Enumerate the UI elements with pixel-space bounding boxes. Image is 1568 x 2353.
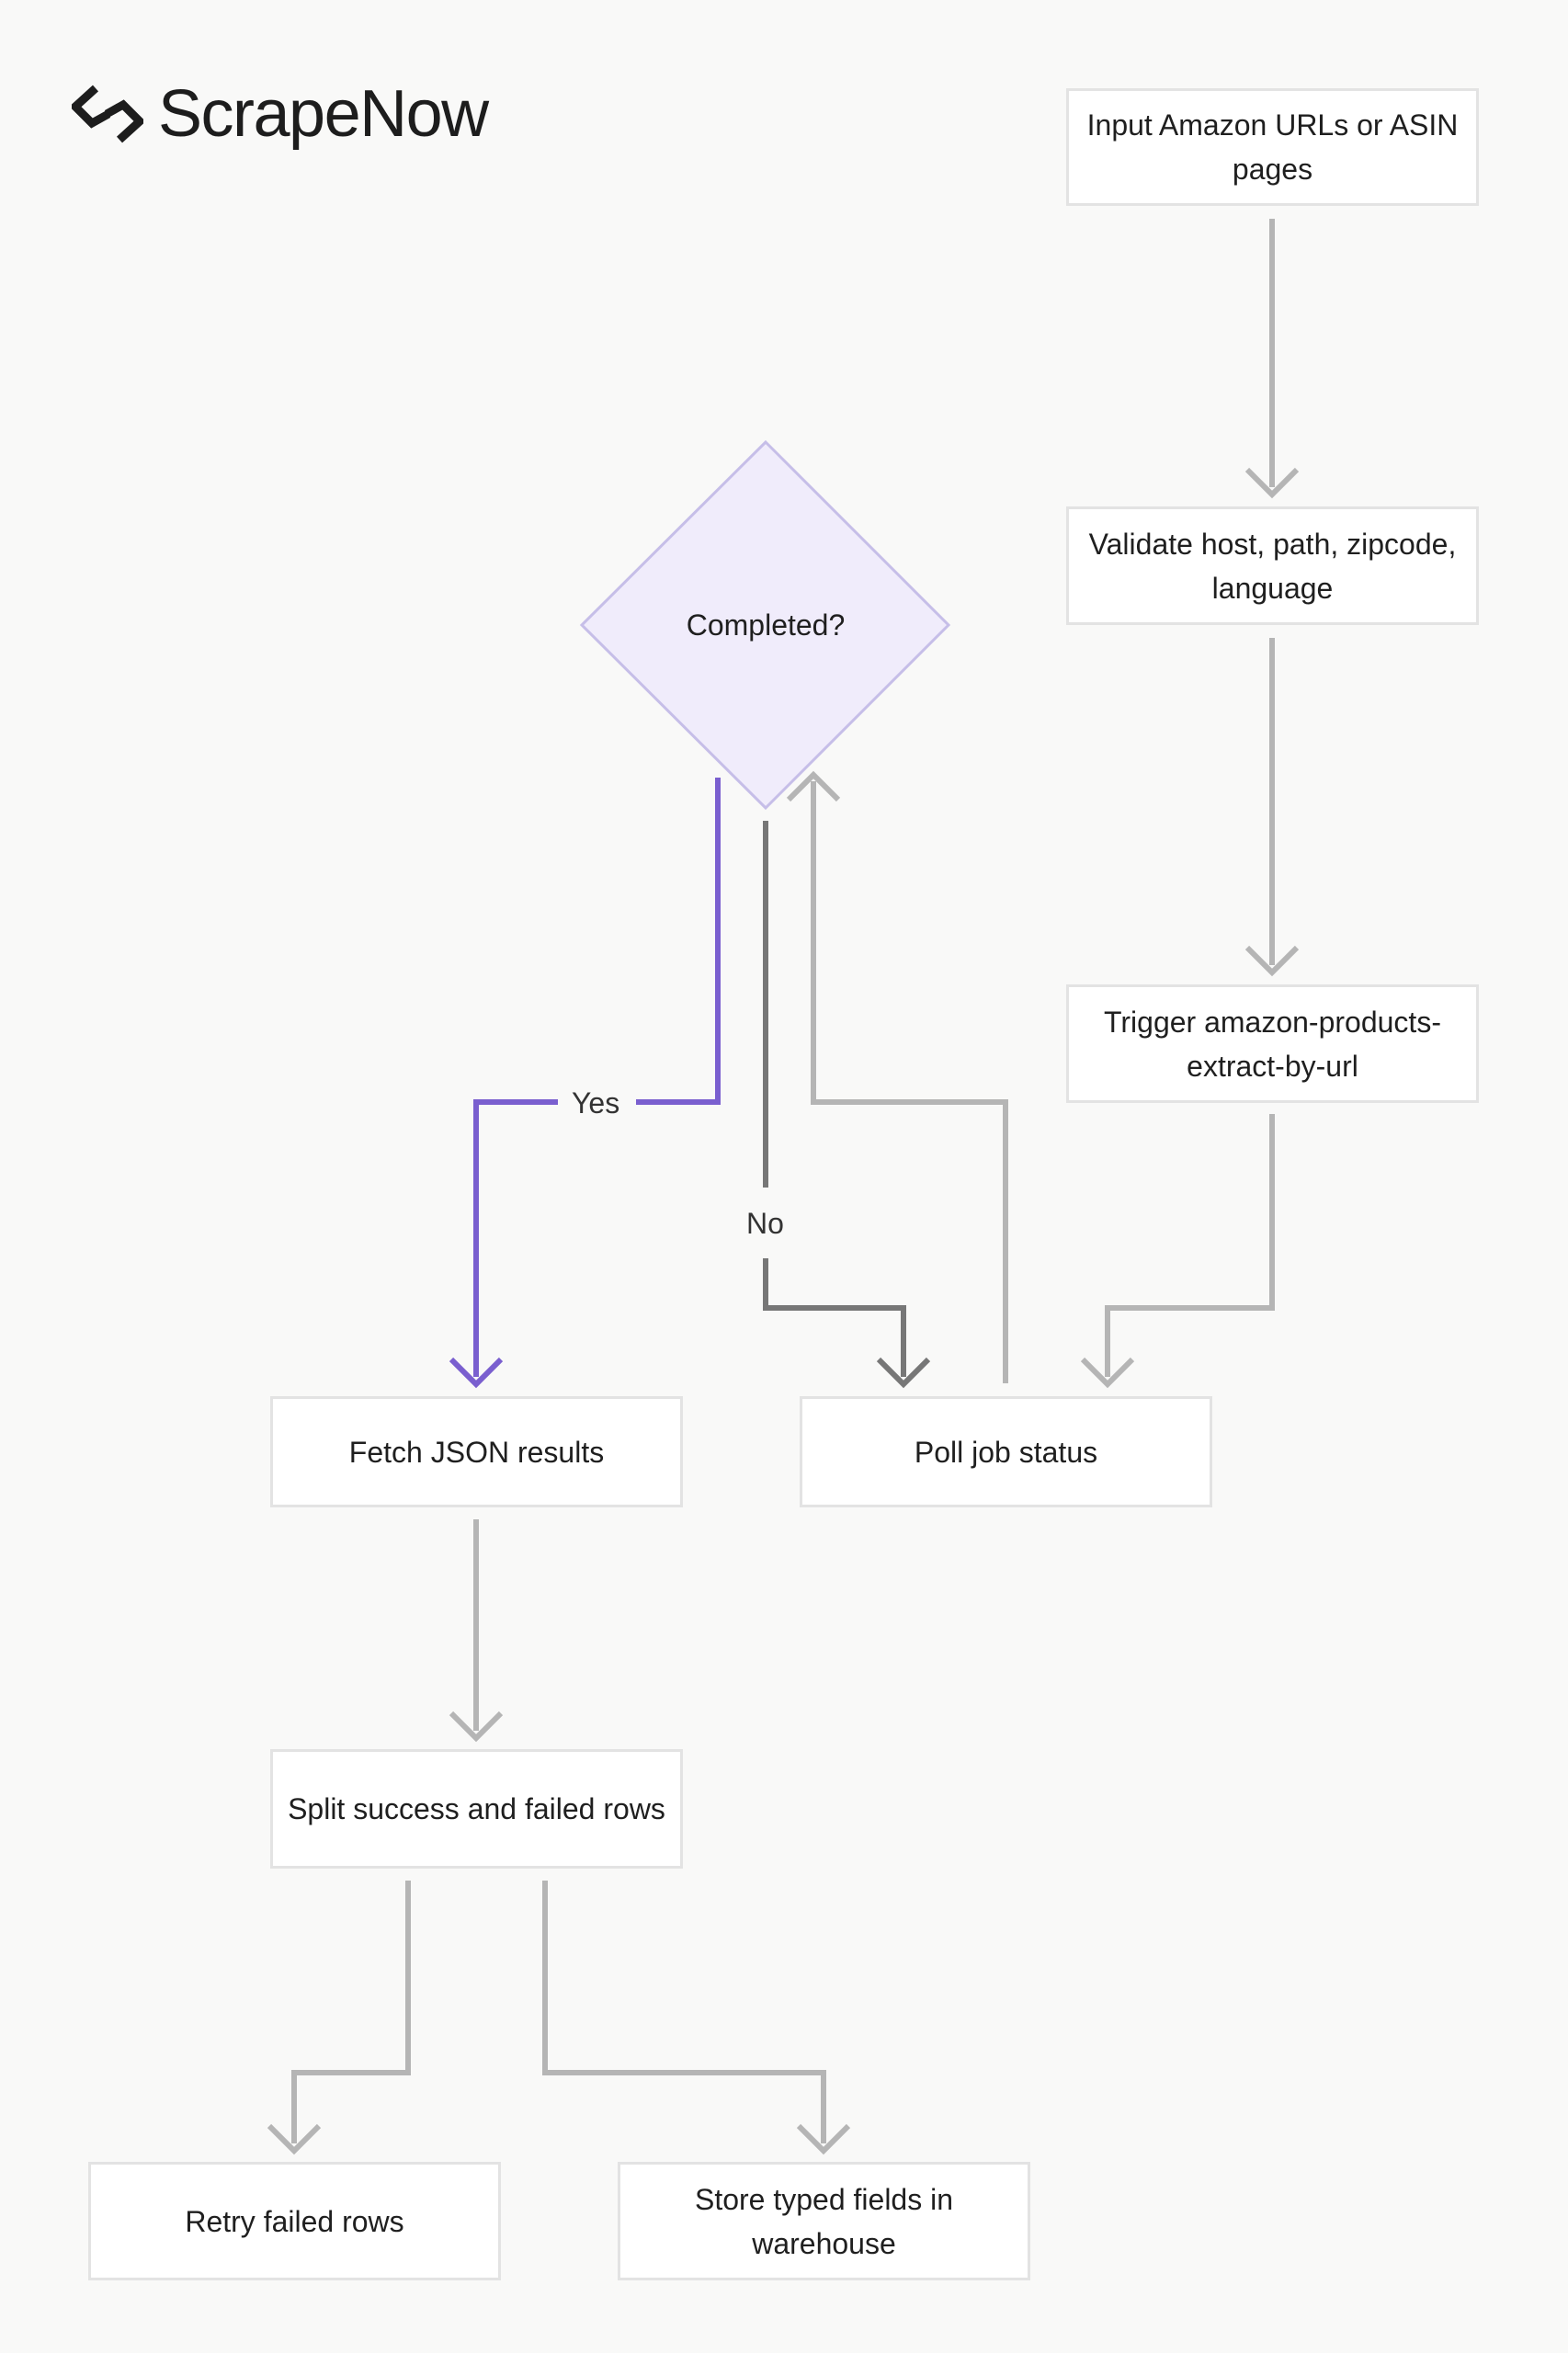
node-store-warehouse-label: Store typed fields in warehouse: [694, 2182, 954, 2260]
brand-logo: ScrapeNow: [72, 77, 489, 151]
arrowhead-poll-from-trigger: [1080, 1357, 1135, 1389]
node-split-rows-label: Split success and failed rows: [288, 1792, 665, 1825]
edge-no-lower: [763, 1258, 906, 1377]
edge-split-to-store: [542, 1881, 826, 2143]
brand-name: ScrapeNow: [158, 77, 489, 151]
node-trigger-label: Trigger amazon-products-extract-by-url: [1104, 1005, 1441, 1083]
node-poll-status: Poll job status: [800, 1396, 1212, 1507]
node-validate: Validate host, path, zipcode, language: [1066, 506, 1479, 625]
node-retry-failed-label: Retry failed rows: [185, 2204, 404, 2238]
node-validate-label: Validate host, path, zipcode, language: [1088, 527, 1457, 605]
node-split-rows: Split success and failed rows: [270, 1749, 683, 1869]
node-fetch-json-label: Fetch JSON results: [348, 1435, 605, 1469]
arrowhead-validate: [1244, 467, 1300, 499]
arrowhead-poll-from-decision: [876, 1357, 931, 1389]
edge-yes-left: [473, 1099, 558, 1377]
decision-diamond: [579, 439, 951, 811]
arrowhead-split: [449, 1711, 504, 1743]
edge-label-no: No: [741, 1205, 790, 1242]
edge-yes-right: [636, 778, 721, 1105]
edge-poll-to-decision: [811, 781, 1008, 1383]
arrowhead-trigger: [1244, 945, 1300, 977]
edge-trigger-to-poll: [1105, 1114, 1275, 1377]
arrowhead-store: [796, 2123, 851, 2155]
node-fetch-json: Fetch JSON results: [270, 1396, 683, 1507]
node-trigger: Trigger amazon-products-extract-by-url: [1066, 984, 1479, 1103]
arrowhead-decision: [786, 770, 841, 802]
node-input-urls-label: Input Amazon URLs or ASIN pages: [1086, 108, 1459, 186]
node-input-urls: Input Amazon URLs or ASIN pages: [1066, 88, 1479, 206]
decision-completed-label: Completed?: [686, 608, 846, 642]
arrowhead-fetch: [449, 1357, 504, 1389]
node-retry-failed: Retry failed rows: [88, 2162, 501, 2280]
edge-label-yes: Yes: [566, 1085, 626, 1121]
scrapenow-logo-icon: [72, 85, 143, 143]
node-store-warehouse: Store typed fields in warehouse: [618, 2162, 1030, 2280]
arrowhead-retry: [267, 2123, 322, 2155]
node-poll-status-label: Poll job status: [914, 1435, 1098, 1469]
edge-split-to-retry: [291, 1881, 411, 2143]
